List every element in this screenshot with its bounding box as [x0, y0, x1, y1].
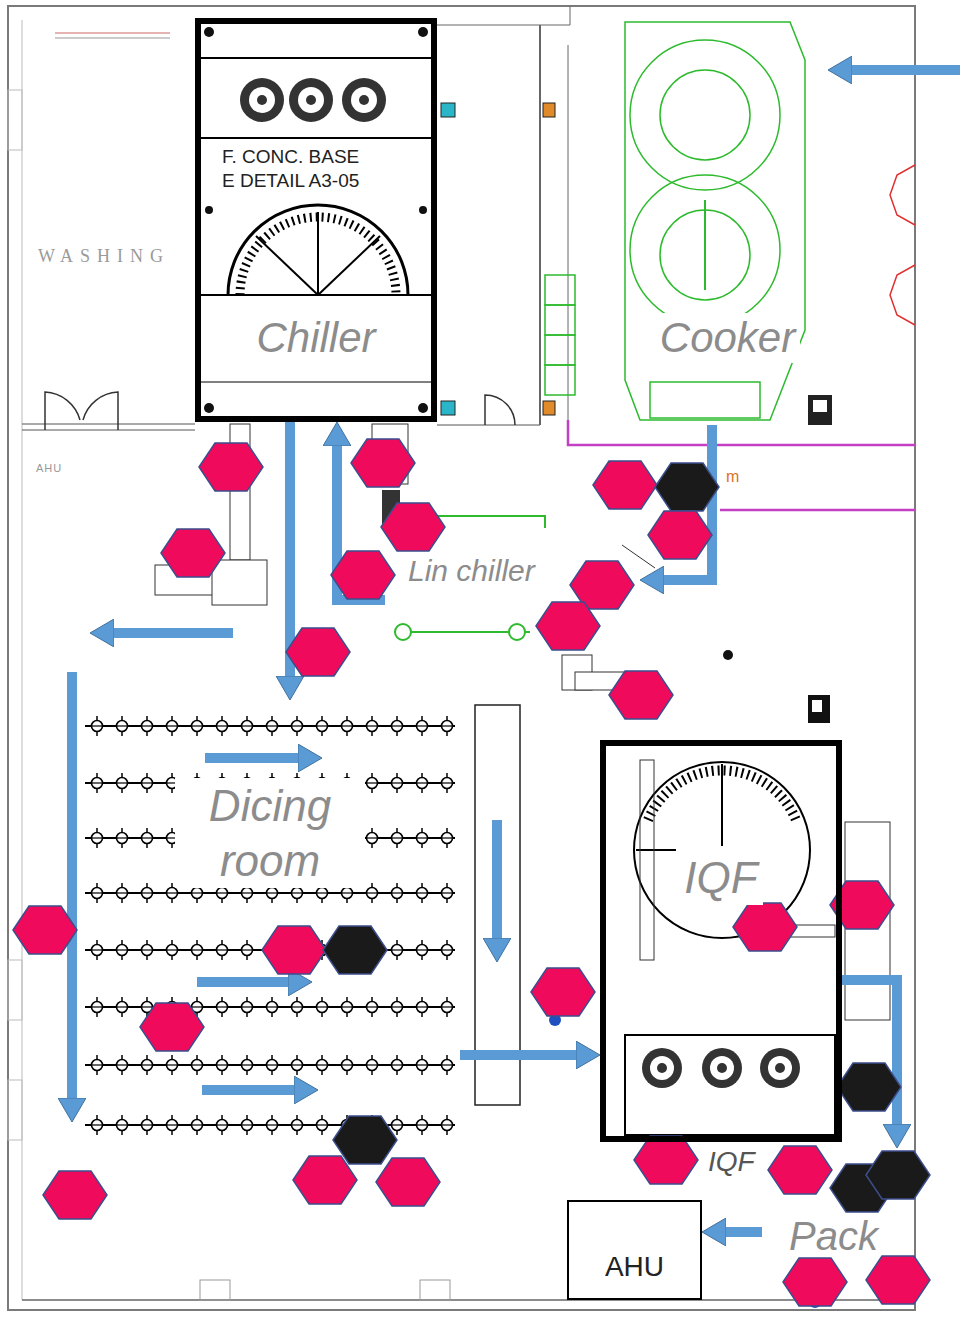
- room-label: Dicing room: [175, 778, 365, 888]
- plan-label: F. CONC. BASE: [222, 146, 359, 168]
- plan-label-text: IQF: [708, 1146, 755, 1177]
- hazard-marker: [866, 1256, 930, 1304]
- hazard-marker: [161, 529, 225, 577]
- hazard-marker: [323, 926, 387, 974]
- hazard-marker: [655, 463, 719, 511]
- plan-label-text: F. CONC. BASE: [222, 146, 359, 167]
- plan-label-text: WASHING: [38, 246, 170, 266]
- hazard-marker: [286, 628, 350, 676]
- hazard-marker: [351, 439, 415, 487]
- hazard-marker: [783, 1258, 847, 1306]
- hazard-marker: [531, 968, 595, 1016]
- hazard-marker: [199, 443, 263, 491]
- room-box: Chiller: [195, 18, 437, 422]
- hazard-marker: [609, 671, 673, 719]
- plan-label: IQF: [708, 1146, 755, 1178]
- room-box: Cooker: [540, 18, 915, 425]
- room-label: Lin chiller: [403, 553, 540, 589]
- room-label: Chiller: [251, 313, 380, 363]
- plan-label-text: AHU: [36, 462, 62, 474]
- hazard-marker: [333, 1116, 397, 1164]
- hazard-marker: [634, 1136, 698, 1184]
- room-box: Dicing room: [80, 700, 460, 1140]
- hazard-marker: [262, 926, 326, 974]
- plan-label: WASHING: [38, 246, 170, 267]
- hazard-marker: [13, 906, 77, 954]
- room-box: AHU: [567, 1200, 702, 1300]
- hazard-marker: [648, 511, 712, 559]
- hazard-marker: [593, 461, 657, 509]
- hazard-marker: [43, 1171, 107, 1219]
- hazard-marker: [866, 1151, 930, 1199]
- room-box: IQF: [600, 740, 842, 1142]
- plan-label-text: m: [726, 468, 739, 485]
- room-box: Lin chiller: [385, 512, 640, 645]
- hazard-marker: [381, 503, 445, 551]
- hazard-marker: [331, 551, 395, 599]
- hazard-marker: [140, 1003, 204, 1051]
- plan-label: m: [726, 468, 739, 486]
- hazard-marker: [376, 1158, 440, 1206]
- room-label: Cooker: [655, 313, 800, 363]
- plan-label: AHU: [36, 458, 62, 476]
- room-label: IQF: [679, 852, 762, 905]
- hazard-marker: [733, 903, 797, 951]
- plan-label: E DETAIL A3-05: [222, 170, 359, 192]
- hazard-marker: [837, 1063, 901, 1111]
- room-box: Pack: [762, 1148, 915, 1310]
- hazard-marker: [768, 1146, 832, 1194]
- plan-label-text: E DETAIL A3-05: [222, 170, 359, 191]
- flow-arrow: [720, 1227, 762, 1237]
- flow-arrow: [460, 1050, 582, 1060]
- hazard-marker: [536, 602, 600, 650]
- room-label: AHU: [600, 1250, 669, 1284]
- hazard-marker: [293, 1156, 357, 1204]
- room-label: Pack: [784, 1212, 883, 1260]
